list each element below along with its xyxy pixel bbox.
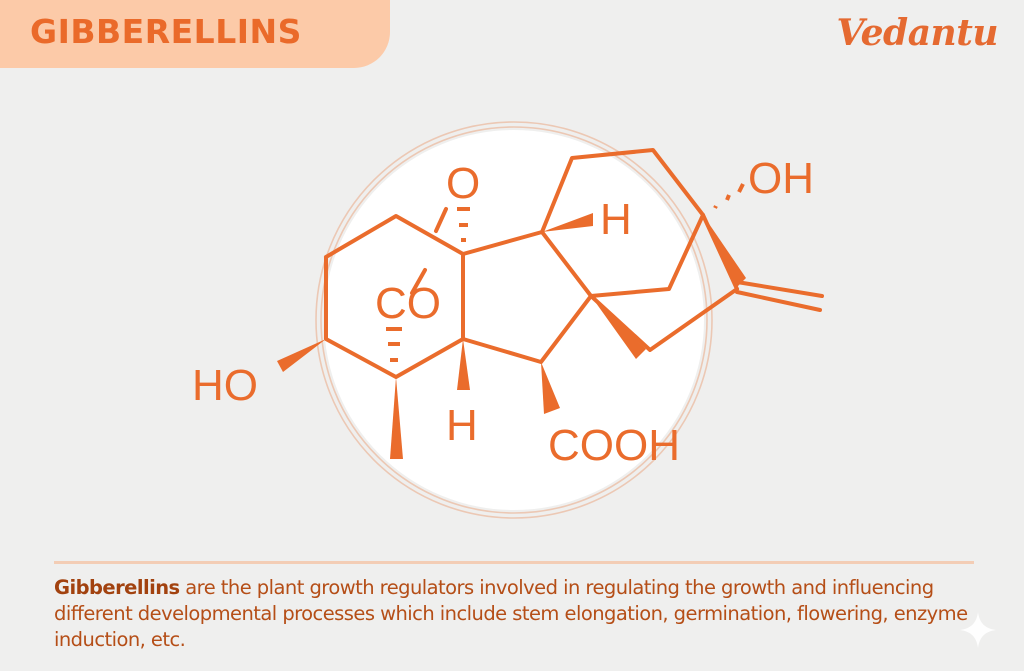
wedges — [277, 213, 746, 459]
backdrop-circle — [315, 121, 713, 519]
atom-labels: O CO HO H H OH COOH — [192, 154, 814, 470]
page-title: GIBBERELLINS — [30, 12, 302, 51]
label-hydroxyl-right: OH — [748, 154, 814, 203]
description-text: are the plant growth regulators involved… — [54, 576, 968, 651]
vedantu-logo: Vedantu — [836, 12, 998, 54]
label-ketone-oxygen: O — [446, 159, 480, 208]
hashed-bonds — [386, 183, 745, 362]
section-divider — [54, 561, 974, 564]
label-hydroxyl-left: HO — [192, 361, 258, 410]
sparkle-icon — [960, 612, 996, 648]
gibberellin-structure-diagram: O CO HO H H OH COOH — [192, 121, 824, 519]
description-paragraph: Gibberellins are the plant growth regula… — [54, 575, 994, 653]
label-lactone: CO — [375, 279, 441, 328]
label-carboxyl: COOH — [548, 421, 680, 470]
title-banner: GIBBERELLINS — [0, 0, 390, 68]
label-hydrogen-upper: H — [600, 195, 632, 244]
description-term: Gibberellins — [54, 576, 180, 599]
label-hydrogen-lower: H — [446, 401, 478, 450]
